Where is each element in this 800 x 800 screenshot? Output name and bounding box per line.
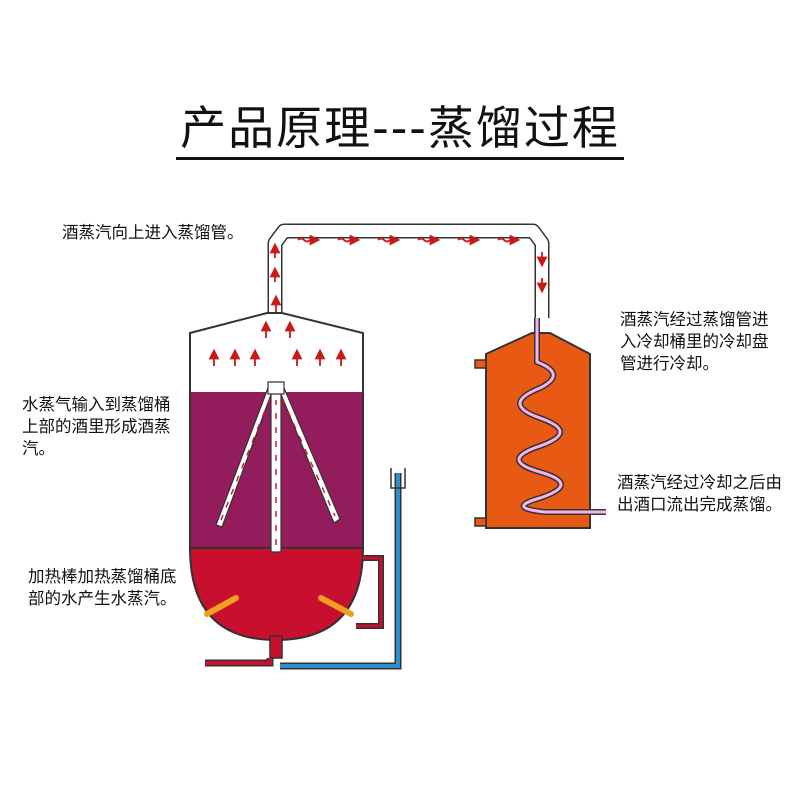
label-heating-rod: 加热棒加热蒸馏桶底部的水产生水蒸汽。 <box>28 567 177 608</box>
vapor-arrow <box>417 234 441 246</box>
drain-pipe-fill <box>205 658 272 665</box>
steam-tube-cap <box>267 381 285 395</box>
vapor-arrow <box>457 234 481 246</box>
label-vapor-into-cooler: 酒蒸汽经过蒸馏管进入冷却桶里的冷却盘管进行冷却。 <box>620 310 769 373</box>
label-condensed-out: 酒蒸汽经过冷却之后由出酒口流出完成蒸馏。 <box>617 473 782 514</box>
hot-water-pipe-fill <box>356 556 383 628</box>
distillation-pipe-inner <box>269 225 548 318</box>
cooling-tank-outlet-left-bottom <box>474 517 487 527</box>
cold-water-funnel <box>390 468 406 489</box>
label-vapor-up: 酒蒸汽向上进入蒸馏管。 <box>62 223 244 242</box>
vapor-arrow <box>297 234 321 246</box>
vapor-arrow <box>497 234 521 246</box>
page-title: 产品原理---蒸馏过程 <box>0 92 800 160</box>
cooling-tank <box>485 332 591 529</box>
tank-outlet <box>269 635 283 659</box>
tank-vapor-arrows <box>208 294 347 366</box>
vapor-arrow <box>377 234 401 246</box>
heating-rod-left <box>204 595 239 617</box>
label-steam-into-tank: 水蒸气输入到蒸馏桶上部的酒里形成酒蒸汽。 <box>22 395 171 458</box>
cold-water-pipe-fill <box>280 473 400 668</box>
pipe-vapor-arrows <box>269 234 548 294</box>
steam-tube-arrows <box>220 397 336 545</box>
heating-rod-right <box>318 595 354 617</box>
distillation-pipe <box>267 223 550 318</box>
cooling-tank-outlet-left-top <box>474 359 487 369</box>
vapor-arrow <box>337 234 361 246</box>
steam-tubes <box>215 381 341 553</box>
water-dome <box>188 547 365 642</box>
cooling-coil-fill <box>517 318 606 514</box>
